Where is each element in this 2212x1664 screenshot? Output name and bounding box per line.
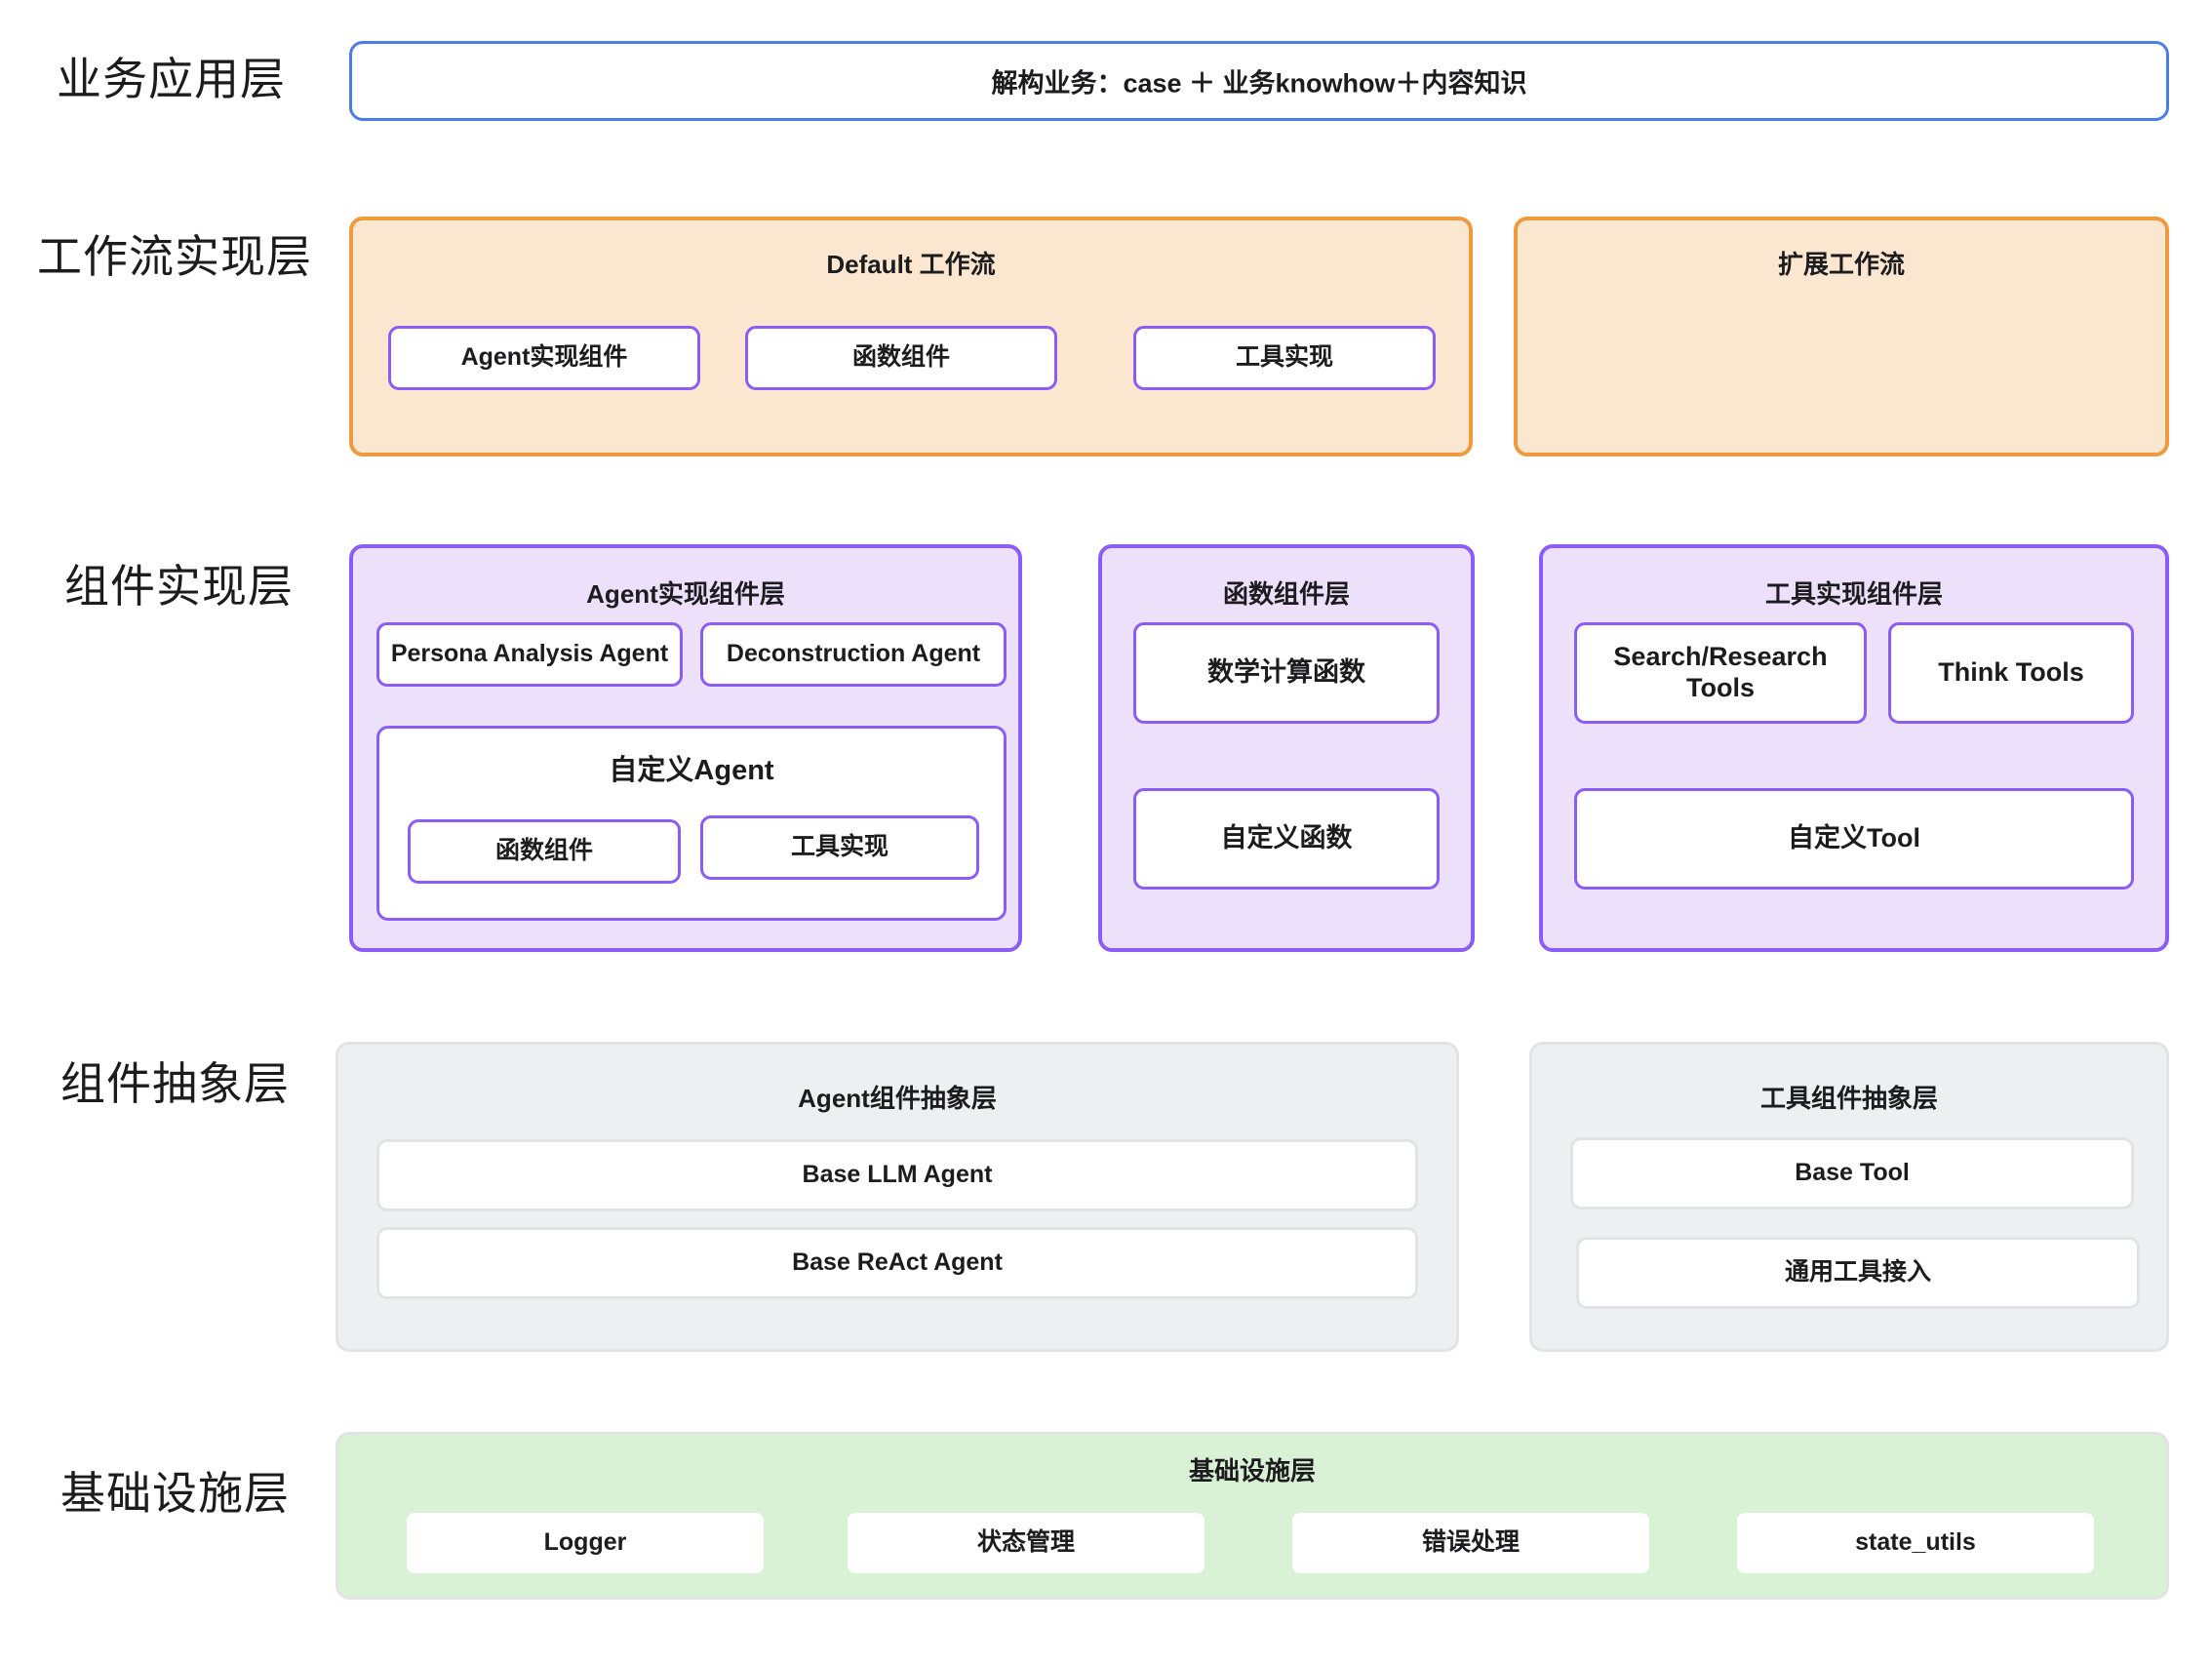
layer-label-workflow: 工作流实现层 [37, 231, 312, 282]
agent-implementation-title: Agent实现组件层 [586, 579, 785, 609]
tool-item-custom-tool[interactable]: 自定义Tool [1574, 788, 2134, 890]
infrastructure-item-state-utils[interactable]: state_utils [1734, 1510, 2097, 1576]
layer-label-business: 业务应用层 [57, 54, 286, 104]
infrastructure-item-state-management[interactable]: 状态管理 [845, 1510, 1207, 1576]
infrastructure-item-error-handling[interactable]: 错误处理 [1289, 1510, 1652, 1576]
default-workflow-item-tool[interactable]: 工具实现 [1133, 326, 1436, 390]
default-workflow-item-function[interactable]: 函数组件 [745, 326, 1057, 390]
function-item-math[interactable]: 数学计算函数 [1133, 622, 1440, 724]
custom-agent-title: 自定义Agent [609, 755, 774, 786]
custom-agent-item-tool[interactable]: 工具实现 [700, 815, 979, 880]
layer-label-component-impl: 组件实现层 [64, 561, 294, 612]
function-item-custom[interactable]: 自定义函数 [1133, 788, 1440, 890]
tool-abstraction-title: 工具组件抽象层 [1759, 1084, 1938, 1113]
agent-abstraction-item-base-llm[interactable]: Base LLM Agent [376, 1139, 1418, 1211]
tool-item-search-research[interactable]: Search/Research Tools [1574, 622, 1867, 724]
infrastructure-item-logger[interactable]: Logger [404, 1510, 767, 1576]
infrastructure-title: 基础设施层 [1188, 1456, 1316, 1486]
agent-item-deconstruction[interactable]: Deconstruction Agent [700, 622, 1007, 687]
tool-implementation-title: 工具实现组件层 [1764, 579, 1943, 609]
function-component-group[interactable]: 函数组件层 [1098, 544, 1475, 952]
agent-item-persona-analysis[interactable]: Persona Analysis Agent [376, 622, 683, 687]
tool-implementation-group[interactable]: 工具实现组件层 [1539, 544, 2169, 952]
agent-abstraction-title: Agent组件抽象层 [798, 1084, 997, 1113]
custom-agent-item-function[interactable]: 函数组件 [408, 819, 681, 884]
agent-abstraction-item-base-react[interactable]: Base ReAct Agent [376, 1227, 1418, 1299]
default-workflow-title: Default 工作流 [826, 250, 996, 279]
extended-workflow-title: 扩展工作流 [1777, 250, 1905, 279]
default-workflow-item-agent[interactable]: Agent实现组件 [388, 326, 700, 390]
tool-item-think-tools[interactable]: Think Tools [1888, 622, 2134, 724]
extended-workflow-group[interactable]: 扩展工作流 [1514, 217, 2169, 456]
layer-label-infrastructure: 基础设施层 [60, 1468, 290, 1519]
layer-label-component-abstract: 组件抽象层 [60, 1058, 290, 1109]
tool-abstraction-item-general-access[interactable]: 通用工具接入 [1576, 1237, 2140, 1309]
business-application-box[interactable]: 解构业务：case ＋ 业务knowhow＋内容知识 [349, 41, 2169, 121]
function-component-title: 函数组件层 [1222, 579, 1350, 609]
tool-abstraction-item-base-tool[interactable]: Base Tool [1570, 1137, 2134, 1209]
business-application-text: 解构业务：case ＋ 业务knowhow＋内容知识 [991, 68, 1527, 99]
